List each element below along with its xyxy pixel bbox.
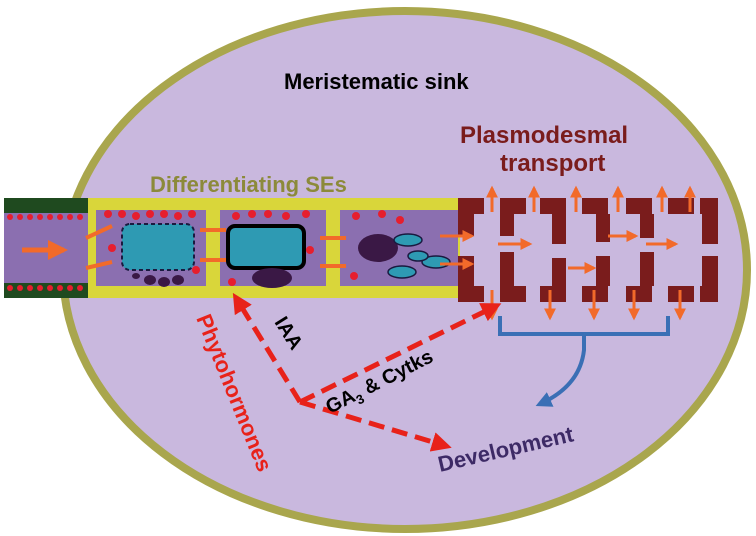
development-arrow [299, 399, 452, 452]
differentiating-sieve-tube [85, 198, 460, 298]
plasmodesmal-transport-arrows [440, 185, 696, 321]
hormone-arrows [232, 292, 502, 452]
differentiating-ses-label: Differentiating SEs [150, 172, 347, 197]
ga-cytks-arrow [298, 303, 502, 405]
development-bracket [498, 316, 670, 407]
meristematic-sink-label: Meristematic sink [284, 69, 469, 94]
plasmodesmal-label-line1: Plasmodesmal [460, 122, 628, 149]
iaa-arrow [232, 292, 303, 404]
plasmodesmal-label-line2: transport [500, 150, 605, 177]
incoming-sieve-tube [4, 198, 88, 298]
